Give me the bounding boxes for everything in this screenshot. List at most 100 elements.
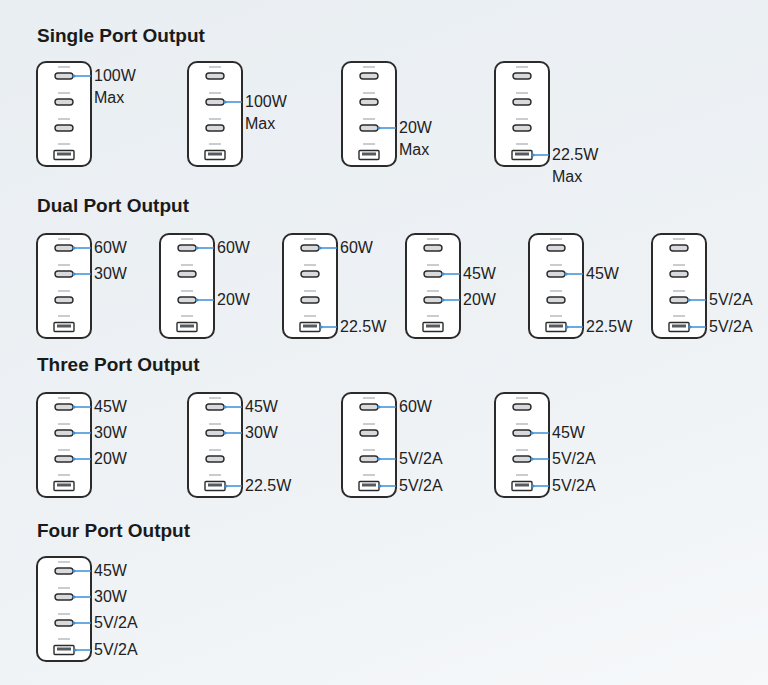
output-callout: 5V/2A (709, 316, 753, 338)
usb-c-port (360, 404, 378, 410)
output-callout: 22.5W Max (552, 144, 604, 188)
leader-dot (530, 431, 533, 434)
port-marking (304, 315, 316, 317)
leader-dot (687, 298, 690, 301)
leader-line (533, 154, 549, 156)
leader-line (74, 273, 91, 275)
leader-line (225, 406, 242, 408)
usb-c-port (547, 245, 565, 251)
usb-a-port (669, 323, 689, 332)
leader-dot (441, 298, 444, 301)
usb-a-port (512, 151, 532, 160)
output-callout: 22.5W (340, 316, 386, 338)
charger-body (37, 234, 91, 338)
output-callout: 5V/2A (94, 612, 138, 634)
usb-c-port (55, 99, 73, 105)
leader-line (689, 299, 706, 301)
port-marking (58, 143, 70, 145)
port-marking (181, 238, 193, 240)
output-callout: 100W Max (94, 65, 146, 109)
charger-body (495, 393, 549, 497)
usb-c-port (360, 456, 378, 462)
leader-line (533, 485, 549, 487)
port-marking (58, 92, 70, 94)
usb-c-port (178, 245, 196, 251)
leader-dot (72, 246, 75, 249)
leader-dot (531, 484, 534, 487)
usb-a-tongue (515, 484, 529, 487)
output-callout: 45W (245, 396, 278, 418)
usb-c-port (55, 297, 73, 303)
port-marking (516, 423, 528, 425)
leader-line (75, 649, 91, 651)
port-marking (209, 423, 221, 425)
port-marking (209, 449, 221, 451)
port-marking (427, 238, 439, 240)
output-callout: 45W (463, 263, 496, 285)
leader-dot (223, 431, 226, 434)
output-callout: 60W (217, 237, 250, 259)
charger-body (160, 234, 214, 338)
usb-c-port (178, 271, 196, 277)
output-callout: 5V/2A (709, 289, 753, 311)
leader-dot (72, 431, 75, 434)
usb-c-port (55, 430, 73, 436)
port-marking (427, 290, 439, 292)
port-marking (209, 397, 221, 399)
port-marking (550, 238, 562, 240)
port-marking (58, 449, 70, 451)
leader-dot (72, 74, 75, 77)
port-marking (209, 92, 221, 94)
leader-dot (564, 272, 567, 275)
leader-line (197, 299, 214, 301)
output-callout: 20W (94, 448, 127, 470)
usb-c-port (513, 456, 531, 462)
usb-c-port (513, 404, 531, 410)
port-marking (363, 143, 375, 145)
leader-dot (72, 405, 75, 408)
port-marking (516, 397, 528, 399)
port-marking (673, 290, 685, 292)
leader-dot (565, 325, 568, 328)
port-marking (58, 238, 70, 240)
usb-a-port (54, 646, 74, 655)
usb-a-port (205, 482, 225, 491)
leader-line (225, 432, 242, 434)
port-marking (550, 264, 562, 266)
output-callout: 30W (94, 586, 127, 608)
leader-line (74, 458, 91, 460)
charger-body (342, 62, 396, 166)
output-callout: 30W (94, 422, 127, 444)
leader-dot (530, 457, 533, 460)
port-marking (516, 92, 528, 94)
output-callout: 100W Max (245, 91, 297, 135)
port-marking (58, 561, 70, 563)
leader-dot (377, 457, 380, 460)
usb-c-port (424, 245, 442, 251)
port-marking (516, 66, 528, 68)
usb-a-tongue (208, 484, 222, 487)
leader-line (443, 273, 460, 275)
leader-line (380, 485, 396, 487)
leader-line (225, 101, 242, 103)
usb-c-port (178, 297, 196, 303)
section-heading: Dual Port Output (37, 194, 189, 218)
usb-c-port (206, 456, 224, 462)
usb-c-port (513, 99, 531, 105)
port-marking (516, 449, 528, 451)
leader-dot (72, 621, 75, 624)
port-marking (209, 474, 221, 476)
usb-a-port (512, 482, 532, 491)
usb-c-port (670, 271, 688, 277)
charger-body (652, 234, 706, 338)
usb-c-port (301, 245, 319, 251)
leader-line (226, 485, 242, 487)
usb-c-port (547, 297, 565, 303)
output-callout: 60W (94, 237, 127, 259)
leader-dot (195, 298, 198, 301)
output-callout: 45W (94, 396, 127, 418)
output-callout: 5V/2A (399, 475, 443, 497)
charger-body (529, 234, 583, 338)
port-marking (363, 92, 375, 94)
leader-line (379, 458, 396, 460)
